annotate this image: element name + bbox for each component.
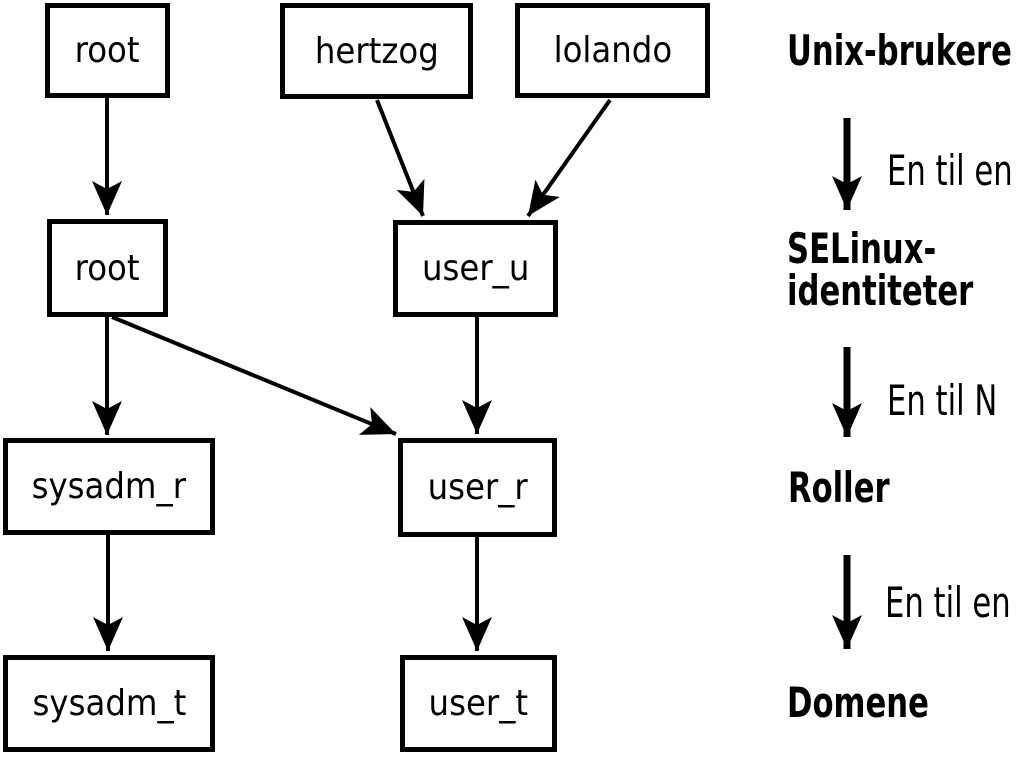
legend-selinux-identities-line2: identiteter xyxy=(787,266,974,315)
node-domain-sysadm-t: sysadm_t xyxy=(3,655,215,752)
node-role-sysadm-r: sysadm_r xyxy=(3,438,215,535)
legend-one-to-one-label-1: En til en xyxy=(887,146,1013,195)
legend-roles-label: Roller xyxy=(788,463,890,512)
legend-one-to-n-label: En til N xyxy=(887,376,998,425)
node-domain-user-t: user_t xyxy=(400,655,557,752)
legend-unix-users-label: Unix-brukere xyxy=(787,26,1012,75)
arrow-lolando-to-user-u xyxy=(526,98,612,218)
legend-selinux-identities-line1: SELinux- xyxy=(787,224,937,273)
node-unix-user-hertzog-label: hertzog xyxy=(314,30,439,72)
node-selinux-identity-user-u-label: user_u xyxy=(421,248,530,289)
node-selinux-identity-root: root xyxy=(47,219,168,317)
node-role-sysadm-r-label: sysadm_r xyxy=(31,466,187,507)
node-unix-user-lolando-label: lolando xyxy=(553,30,672,71)
legend-one-to-one-label-2: En til en xyxy=(885,578,1011,627)
arrow-sel-root-to-user-r xyxy=(111,315,397,436)
arrow-hertzog-to-user-u xyxy=(375,99,425,217)
node-unix-user-root: root xyxy=(45,3,170,98)
legend-domains-label: Domene xyxy=(787,678,929,727)
node-domain-user-t-label: user_t xyxy=(428,683,529,724)
node-selinux-identity-root-label: root xyxy=(75,247,140,289)
node-unix-user-hertzog: hertzog xyxy=(280,3,473,99)
node-domain-sysadm-t-label: sysadm_t xyxy=(32,683,186,724)
legend-selinux-identities-label: SELinux- identiteter xyxy=(787,228,973,312)
node-role-user-r: user_r xyxy=(398,438,557,537)
node-role-user-r-label: user_r xyxy=(427,467,528,508)
node-unix-user-root-label: root xyxy=(75,30,140,71)
node-selinux-identity-user-u: user_u xyxy=(393,220,558,317)
node-unix-user-lolando: lolando xyxy=(515,3,710,98)
